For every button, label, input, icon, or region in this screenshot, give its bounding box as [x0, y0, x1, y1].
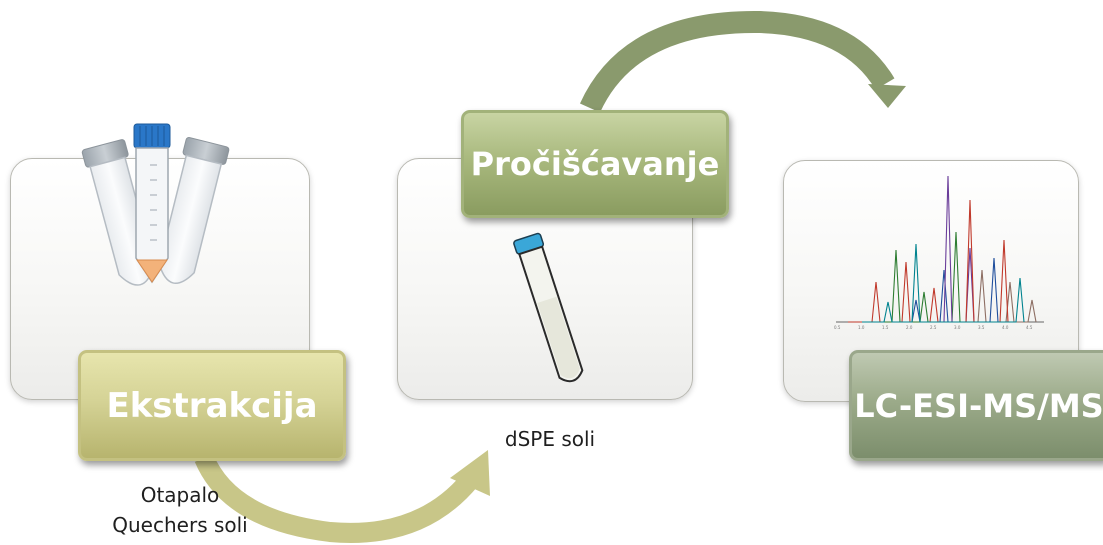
extraction-caption-solvent: Otapalo [140, 483, 220, 507]
centrifuge-tubes-icon [81, 123, 230, 286]
analysis-step-box: LC-ESI-MS/MS [849, 350, 1103, 461]
chromatogram-icon: 0.5 1.0 1.5 2.0 2.5 3.0 3.5 4.0 4.5 [834, 175, 1044, 330]
cleanup-step-box: Pročišćavanje [461, 110, 729, 218]
svg-text:3.5: 3.5 [978, 325, 985, 330]
svg-text:0.5: 0.5 [834, 325, 841, 330]
svg-text:2.5: 2.5 [930, 325, 937, 330]
svg-text:1.0: 1.0 [858, 325, 865, 330]
extraction-caption-salts: Quechers soli [112, 513, 248, 537]
svg-text:4.0: 4.0 [1002, 325, 1009, 330]
curved-arrow-icon [194, 10, 906, 543]
svg-text:1.5: 1.5 [882, 325, 889, 330]
extraction-step-box: Ekstrakcija [78, 350, 346, 461]
svg-text:2.0: 2.0 [906, 325, 913, 330]
vial-icon [513, 232, 584, 383]
svg-text:4.5: 4.5 [1026, 325, 1033, 330]
svg-text:3.0: 3.0 [954, 325, 961, 330]
cleanup-caption-salts: dSPE soli [504, 427, 596, 451]
